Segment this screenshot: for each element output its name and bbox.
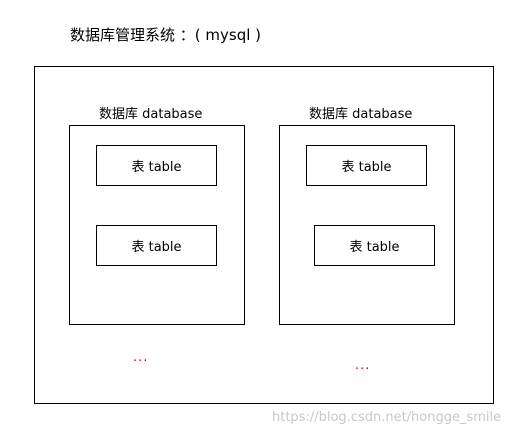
table-box-2-2: 表 table (314, 225, 435, 266)
database-box-2 (279, 125, 455, 325)
diagram-title: 数据库管理系统 ：( mysql ) (70, 26, 262, 44)
dbms-container-box (34, 66, 494, 404)
table-box-1-1: 表 table (96, 145, 217, 186)
table-box-2-1: 表 table (306, 145, 427, 186)
table-box-1-2: 表 table (96, 225, 217, 266)
ellipsis-2: ... (355, 358, 371, 373)
database-label-2: 数据库 database (309, 107, 413, 122)
database-label-1: 数据库 database (99, 107, 203, 122)
watermark-text: https://blog.csdn.net/hongge_smile (272, 410, 502, 425)
ellipsis-1: ... (133, 350, 149, 365)
database-box-1 (69, 125, 245, 325)
